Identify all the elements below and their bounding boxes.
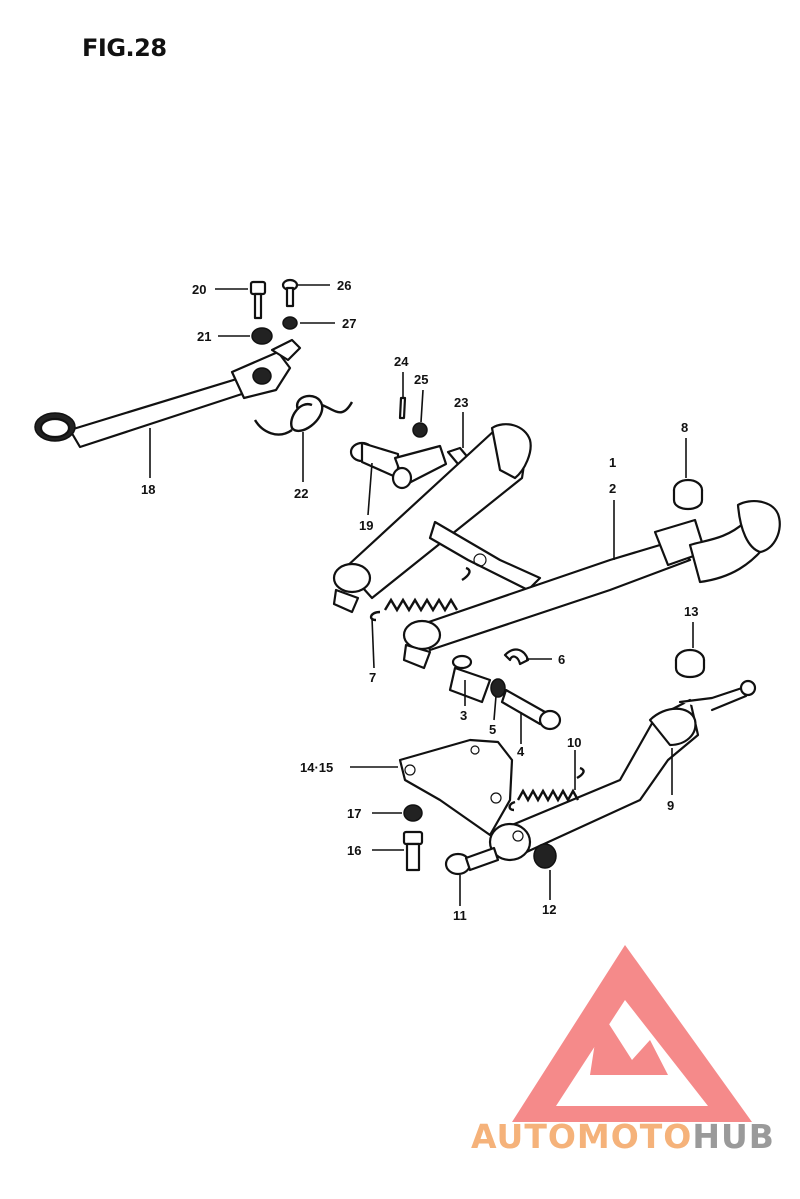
callout-8: 8	[681, 420, 688, 435]
callout-14-15: 14·15	[300, 760, 333, 775]
callout-2: 2	[609, 481, 616, 496]
washer-27	[282, 316, 298, 330]
pivot-pin-3	[448, 654, 492, 704]
automotohub-watermark: AUTOMOTOHUB	[471, 945, 775, 1156]
pivot-shaft-19	[349, 441, 448, 490]
nut-17	[403, 804, 423, 822]
callout-7: 7	[369, 670, 376, 685]
callout-17: 17	[347, 806, 361, 821]
callout-19: 19	[359, 518, 373, 533]
spring-10	[508, 766, 585, 812]
callout-5: 5	[489, 722, 496, 737]
bolt-20	[249, 280, 267, 320]
leader-lines	[149, 284, 694, 906]
watermark-inner-mark	[590, 1010, 668, 1075]
callout-25: 25	[414, 372, 428, 387]
side-stand-9	[488, 679, 757, 862]
callout-18: 18	[141, 482, 155, 497]
callout-3: 3	[460, 708, 467, 723]
cotter-pin-6	[503, 648, 530, 666]
watermark-triangle-logo	[512, 945, 752, 1122]
spring-7	[369, 566, 471, 622]
brake-pedal-arm	[34, 338, 302, 449]
callout-1: 1	[609, 455, 616, 470]
bolt-16	[402, 830, 424, 872]
callout-21: 21	[197, 329, 211, 344]
bracket-14-15	[398, 738, 514, 837]
washer-5	[490, 678, 506, 698]
callout-13: 13	[684, 604, 698, 619]
callout-9: 9	[667, 798, 674, 813]
callout-24: 24	[394, 354, 409, 369]
bolt-4	[500, 688, 562, 731]
callout-23: 23	[454, 395, 468, 410]
callout-11: 11	[453, 908, 467, 923]
return-spring-22	[253, 394, 354, 436]
callout-20: 20	[192, 282, 206, 297]
callout-4: 4	[517, 744, 525, 759]
callout-27: 27	[342, 316, 356, 331]
washer-25	[412, 422, 428, 438]
watermark-text-automoto: AUTOMOTO	[471, 1117, 692, 1156]
svg-text:AUTOMOTOHUB: AUTOMOTOHUB	[471, 1117, 775, 1156]
nut-12	[533, 843, 557, 869]
center-stand-frame	[332, 423, 781, 670]
bolt-26	[281, 278, 299, 308]
bolt-11	[444, 846, 500, 876]
callout-26: 26	[337, 278, 351, 293]
callout-labels: 1 2 3 4 5 6 7 8 9 10 11 12 13 14·15 16 1…	[141, 278, 698, 923]
watermark-text-hub: HUB	[692, 1117, 775, 1156]
figure-title: FIG.28	[82, 34, 167, 62]
callout-12: 12	[542, 902, 556, 917]
callout-22: 22	[294, 486, 308, 501]
nut-21	[251, 327, 273, 345]
stopper-8	[672, 478, 704, 511]
stopper-13	[674, 648, 706, 679]
cotter-pin-24	[398, 396, 407, 420]
callout-10: 10	[567, 735, 581, 750]
callout-6: 6	[558, 652, 565, 667]
callout-16: 16	[347, 843, 361, 858]
